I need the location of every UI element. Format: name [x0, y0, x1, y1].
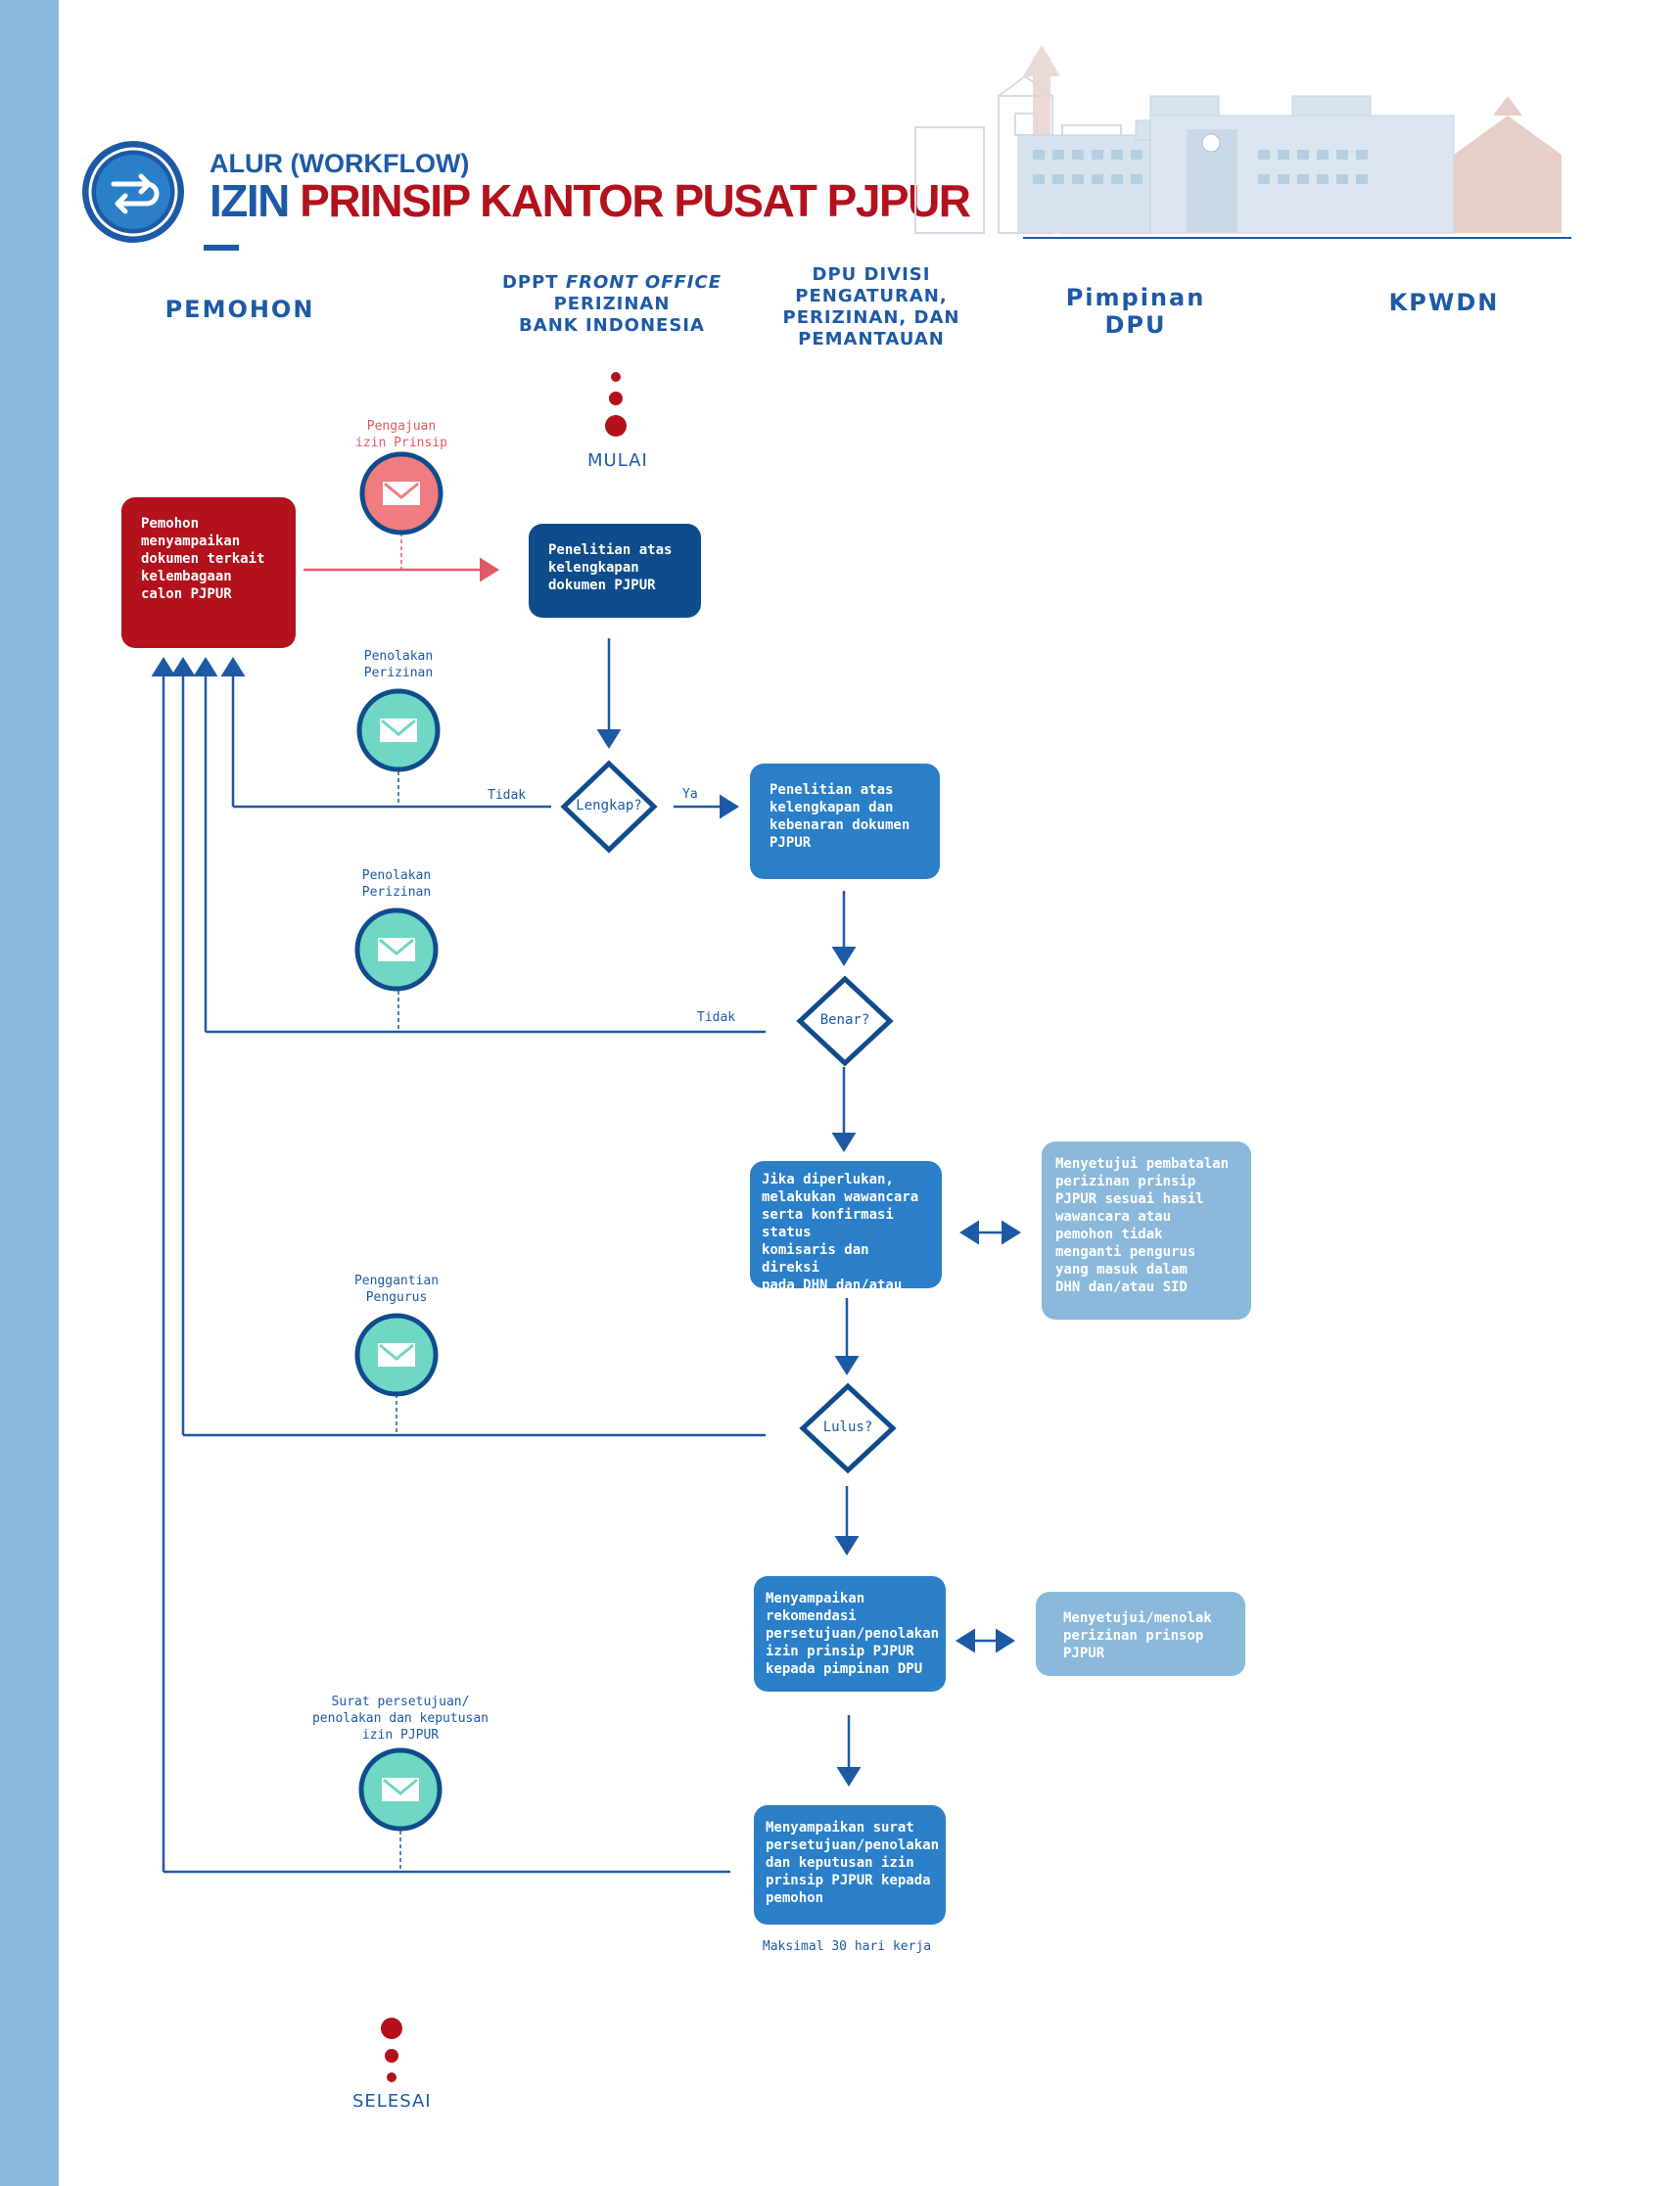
envelope-penolakan-2-label: Penolakan Perizinan — [361, 868, 432, 900]
box-surat-keputusan: Menyampaikan surat persetujuan/penolakan… — [754, 1805, 946, 1925]
envelope-pengajuan-icon — [359, 451, 443, 535]
envelope-penolakan-1-label: Penolakan Perizinan — [363, 649, 434, 680]
flow-label-tidak-2: Tidak — [697, 1010, 736, 1025]
decision-benar-label: Benar? — [819, 1012, 870, 1028]
envelope-penggantian-label: Penggantian Pengurus — [353, 1274, 440, 1305]
decision-lengkap-diamond — [560, 760, 658, 854]
flow-label-ya: Ya — [682, 787, 698, 802]
lane-dppt-pre: DPPT — [501, 272, 566, 293]
start-label: MULAI — [587, 450, 648, 471]
envelope-pengajuan-label: Pengajuan izin Prinsip — [355, 419, 447, 450]
envelope-penolakan-2-icon — [354, 907, 439, 992]
header-accent-bar — [204, 245, 239, 251]
lane-dpu-divisi: DPU DIVISI PENGATURAN, PERIZINAN, DAN PE… — [782, 264, 960, 349]
end-label: SELESAI — [352, 2091, 432, 2112]
lane-pemohon: PEMOHON — [164, 296, 315, 323]
envelope-penggantian-icon — [354, 1313, 439, 1397]
title-main: PRINSIP KANTOR PUSAT PJPUR — [300, 175, 971, 226]
lane-dppt-italic: FRONT OFFICE — [565, 272, 723, 293]
decision-lulus-label: Lulus? — [822, 1419, 873, 1435]
left-sidebar-band — [0, 0, 59, 2186]
city-skyline-illustration — [914, 45, 1571, 239]
envelope-penolakan-1-icon — [356, 688, 441, 772]
box-rekomendasi: Menyampaikan rekomendasi persetujuan/pen… — [754, 1576, 946, 1692]
box-pemohon-menyampaikan: Pemohon menyampaikan dokumen terkait kel… — [121, 497, 296, 648]
title-prefix: IZIN — [210, 175, 290, 226]
decision-benar-diamond — [796, 975, 894, 1067]
page-title: IZIN PRINSIP KANTOR PUSAT PJPUR — [210, 174, 971, 227]
box-menyetujui-pembatalan: Menyetujui pembatalan perizinan prinsip … — [1042, 1141, 1251, 1320]
box-penelitian-kebenaran: Penelitian atas kelengkapan dan kebenara… — [750, 764, 940, 879]
box-menyetujui-menolak: Menyetujui/menolak perizinan prinsop PJP… — [1036, 1592, 1245, 1676]
lane-pimpinan-dpu: Pimpinan DPU — [1065, 284, 1206, 339]
lane-kpwdn: KPWDN — [1388, 289, 1500, 316]
title-line-1: ALUR (WORKFLOW) — [210, 149, 470, 178]
box-penelitian-kelengkapan: Penelitian atas kelengkapan dokumen PJPU… — [529, 524, 701, 618]
box-wawancara: Jika diperlukan, melakukan wawancara ser… — [750, 1161, 942, 1311]
logo-icon — [82, 141, 184, 243]
envelope-surat-icon — [358, 1747, 443, 1832]
decision-lulus-diamond — [799, 1382, 897, 1474]
envelope-surat-label: Surat persetujuan/ penolakan dan keputus… — [311, 1695, 489, 1743]
decision-lengkap-label: Lengkap? — [576, 798, 642, 814]
lane-dppt-rest: PERIZINAN BANK INDONESIA — [519, 294, 705, 336]
note-maksimal: Maksimal 30 hari kerja — [762, 1939, 932, 1954]
flow-label-tidak-1: Tidak — [488, 788, 527, 803]
